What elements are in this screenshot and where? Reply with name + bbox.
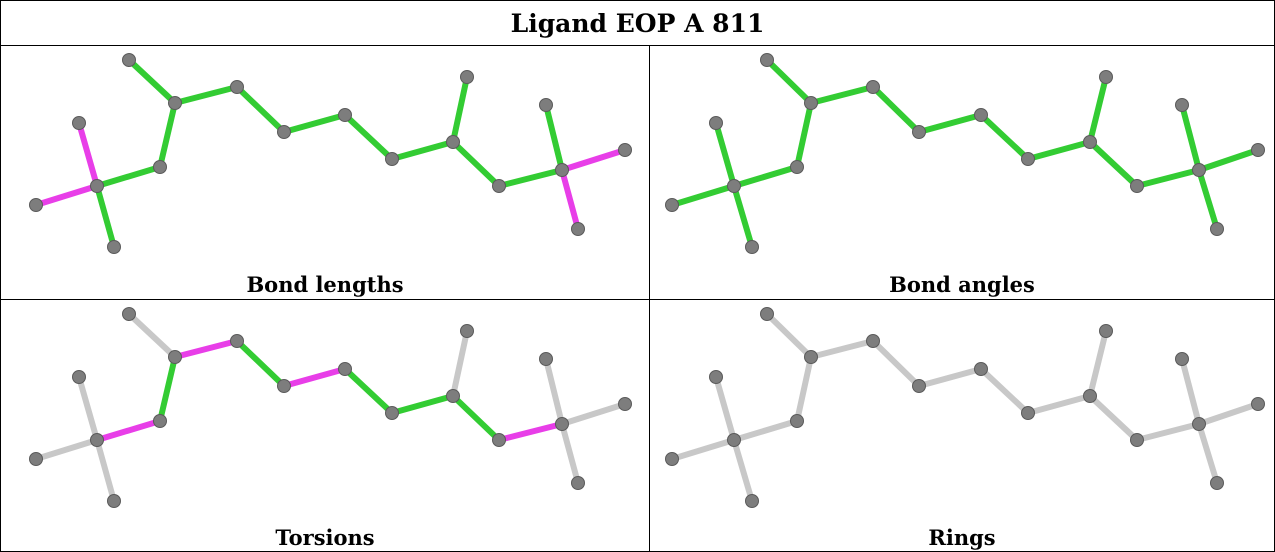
bonds [669,57,1261,250]
atoms [665,307,1265,508]
panel-bond-lengths: Bond lengths [1,46,650,300]
caption-bond-angles: Bond angles [889,272,1035,297]
atoms [665,53,1265,254]
panel-rings: Rings [650,300,1274,551]
atoms [29,53,632,254]
bonds [669,311,1261,504]
molecule-bond-angles [665,53,1265,254]
panel-bond-angles: Bond angles [650,46,1274,300]
caption-bond-lengths: Bond lengths [246,272,404,297]
atoms [29,307,632,508]
bonds [33,57,628,250]
molecule-bond-lengths [29,53,632,254]
caption-torsions: Torsions [275,525,375,550]
table-title: Ligand EOP A 811 [1,1,1274,46]
panel-torsions: Torsions [1,300,650,551]
bonds [33,311,628,504]
molecule-rings [665,307,1265,508]
caption-rings: Rings [928,525,996,550]
molecule-torsions [29,307,632,508]
